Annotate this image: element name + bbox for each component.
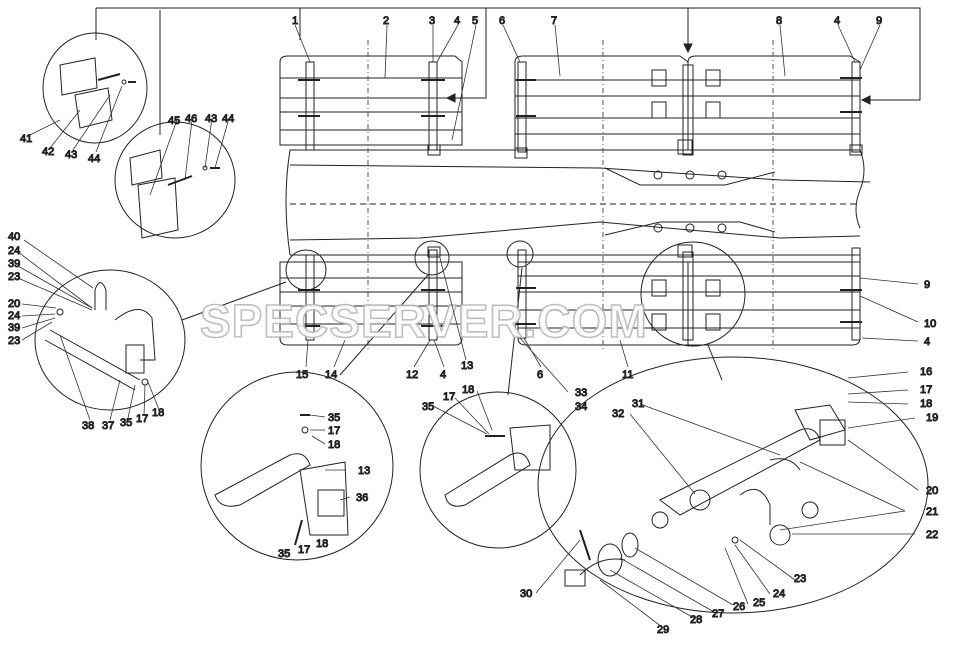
callout-37: 37 bbox=[102, 420, 114, 432]
callout-23: 23 bbox=[794, 573, 806, 585]
lower-mudguards bbox=[279, 244, 862, 346]
callout-39: 39 bbox=[8, 322, 20, 334]
callout-1: 1 bbox=[292, 15, 298, 27]
hinge-assembly bbox=[564, 404, 846, 587]
callout-27: 27 bbox=[712, 608, 724, 620]
callout-24: 24 bbox=[773, 588, 785, 600]
callout-17: 17 bbox=[136, 413, 148, 425]
callout-6: 6 bbox=[537, 369, 543, 381]
callout-4: 4 bbox=[924, 336, 930, 348]
callout-36: 36 bbox=[356, 492, 368, 504]
callout-18: 18 bbox=[316, 538, 328, 550]
callout-20: 20 bbox=[8, 298, 20, 310]
frame-rails bbox=[285, 149, 871, 256]
callout-23: 23 bbox=[8, 271, 20, 283]
callout-35: 35 bbox=[328, 412, 340, 424]
callout-22: 22 bbox=[926, 529, 938, 541]
callout-3: 3 bbox=[429, 15, 435, 27]
callout-34: 34 bbox=[575, 401, 587, 413]
leader-lines bbox=[17, 24, 919, 628]
mudflap-details bbox=[59, 57, 220, 239]
callout-7: 7 bbox=[551, 15, 557, 27]
detail-circles bbox=[34, 32, 929, 614]
callout-13: 13 bbox=[461, 360, 473, 372]
callout-18: 18 bbox=[152, 407, 164, 419]
callout-17: 17 bbox=[920, 384, 932, 396]
callout-17: 17 bbox=[443, 391, 455, 403]
callout-4: 4 bbox=[454, 15, 460, 27]
callout-8: 8 bbox=[776, 15, 782, 27]
callout-46: 46 bbox=[185, 113, 197, 125]
callout-10: 10 bbox=[924, 318, 936, 330]
callout-4: 4 bbox=[440, 369, 446, 381]
callout-labels: 1 2 3 4 5 6 7 8 4 9 41 42 43 44 45 46 43… bbox=[8, 15, 939, 637]
callout-20: 20 bbox=[926, 485, 938, 497]
callout-26: 26 bbox=[733, 601, 745, 613]
callout-44: 44 bbox=[88, 153, 100, 165]
callout-17: 17 bbox=[298, 544, 310, 556]
callout-40: 40 bbox=[8, 231, 20, 243]
upper-mudguards bbox=[279, 55, 863, 159]
bracket-details bbox=[44, 282, 551, 546]
callout-24: 24 bbox=[8, 310, 20, 322]
callout-38: 38 bbox=[82, 420, 94, 432]
callout-15: 15 bbox=[296, 369, 308, 381]
callout-28: 28 bbox=[690, 614, 702, 626]
callout-41: 41 bbox=[20, 133, 32, 145]
callout-24: 24 bbox=[8, 245, 20, 257]
callout-21: 21 bbox=[926, 506, 938, 518]
callout-4: 4 bbox=[834, 15, 840, 27]
callout-33: 33 bbox=[575, 387, 587, 399]
callout-6: 6 bbox=[499, 15, 505, 27]
callout-11: 11 bbox=[622, 369, 633, 381]
callout-9: 9 bbox=[924, 279, 930, 291]
callout-14: 14 bbox=[325, 369, 337, 381]
watermark: SPECSERVER.COM bbox=[200, 295, 648, 347]
callout-29: 29 bbox=[657, 624, 669, 636]
callout-35: 35 bbox=[278, 548, 290, 560]
callout-18: 18 bbox=[920, 398, 932, 410]
callout-32: 32 bbox=[612, 408, 624, 420]
callout-5: 5 bbox=[472, 15, 478, 27]
callout-43: 43 bbox=[205, 113, 217, 125]
callout-18: 18 bbox=[462, 384, 474, 396]
callout-35: 35 bbox=[120, 417, 132, 429]
callout-9: 9 bbox=[876, 15, 882, 27]
callout-44: 44 bbox=[222, 113, 234, 125]
callout-16: 16 bbox=[920, 366, 932, 378]
callout-23: 23 bbox=[8, 335, 20, 347]
center-lines bbox=[367, 40, 774, 350]
callout-42: 42 bbox=[42, 146, 54, 158]
callout-25: 25 bbox=[753, 597, 765, 609]
callout-12: 12 bbox=[406, 369, 418, 381]
callout-43: 43 bbox=[65, 149, 77, 161]
reference-arrows bbox=[95, 7, 921, 135]
callout-31: 31 bbox=[632, 398, 644, 410]
callout-39: 39 bbox=[8, 258, 20, 270]
callout-45: 45 bbox=[168, 115, 180, 127]
callout-2: 2 bbox=[383, 15, 389, 27]
callout-35: 35 bbox=[422, 401, 434, 413]
callout-13: 13 bbox=[358, 465, 370, 477]
callout-18: 18 bbox=[328, 439, 340, 451]
callout-19: 19 bbox=[926, 412, 938, 424]
callout-30: 30 bbox=[520, 588, 532, 600]
callout-17: 17 bbox=[328, 425, 340, 437]
